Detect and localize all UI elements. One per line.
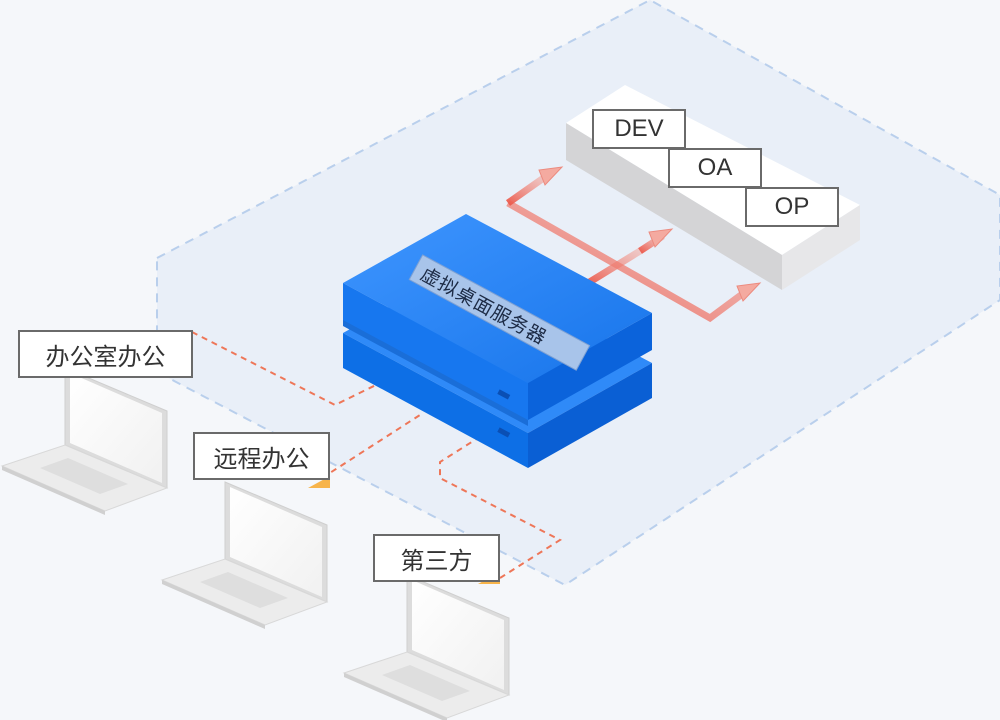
link-third-party xyxy=(439,437,563,579)
env-label-dev: DEV xyxy=(592,109,686,149)
laptop-office xyxy=(0,367,169,515)
arrow-to-dev-riser xyxy=(505,174,548,206)
arrow-to-dev xyxy=(506,199,748,323)
arrowhead-oa xyxy=(648,228,674,248)
client-label-third-party: 第三方 xyxy=(373,534,500,582)
arrowhead-dev xyxy=(538,166,564,186)
link-remote xyxy=(321,414,421,479)
env-label-op: OP xyxy=(745,187,839,227)
env-label-oa: OA xyxy=(668,148,762,188)
laptop-third-party xyxy=(342,574,511,720)
server-port-lower xyxy=(497,427,511,438)
arrowhead-op xyxy=(736,282,762,302)
client-label-office: 办公室办公 xyxy=(18,330,193,378)
client-label-remote: 远程办公 xyxy=(193,432,330,480)
arrow-heads xyxy=(538,166,762,302)
laptop-remote xyxy=(160,481,329,629)
client-links xyxy=(191,331,563,579)
server-port-upper xyxy=(497,389,511,400)
